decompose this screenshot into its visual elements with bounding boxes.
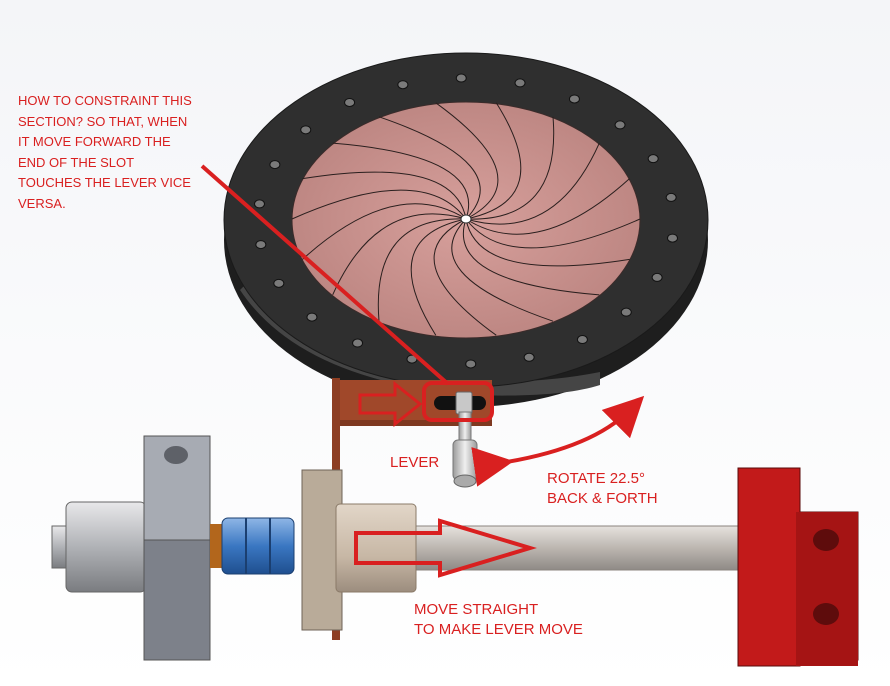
lever-tip	[453, 474, 477, 488]
lever-knob	[452, 439, 478, 481]
iris-center-hole	[460, 214, 472, 224]
motor-mount-bottom	[143, 539, 211, 661]
move-label: MOVE STRAIGHT TO MAKE LEVER MOVE	[414, 600, 583, 640]
question-line-1: HOW TO CONSTRAINT THIS	[18, 93, 192, 108]
bolt-hole	[306, 312, 318, 322]
end-support-hole-upper	[813, 529, 839, 551]
lever-shaft	[458, 411, 472, 443]
move-label-line-2: TO MAKE LEVER MOVE	[414, 621, 583, 638]
motor-body	[65, 501, 147, 593]
constraint-question: HOW TO CONSTRAINT THIS SECTION? SO THAT,…	[18, 91, 192, 214]
iris-blade-line	[465, 218, 630, 267]
iris-blade-line	[465, 218, 641, 249]
motor-mount-hole	[164, 446, 188, 464]
bolt-hole	[269, 160, 281, 170]
bolt-hole	[665, 192, 677, 202]
iris-blade-line	[465, 102, 522, 220]
iris-blade-line	[332, 213, 467, 296]
iris-blade-line	[435, 102, 499, 220]
iris-blade-lines	[291, 102, 641, 336]
iris-blade-line	[451, 218, 554, 322]
annotations	[200, 164, 645, 578]
iris-bolt-holes	[253, 73, 679, 369]
question-line-2: SECTION? SO THAT, WHEN	[18, 113, 188, 129]
lever-label: LEVER	[390, 453, 439, 473]
bolt-hole	[651, 272, 663, 282]
question-line-3: IT MOVE FORWARD THE	[18, 134, 171, 149]
iris-blade-line	[462, 218, 600, 296]
iris-blade-line	[433, 218, 497, 336]
iris-blade-line	[465, 116, 555, 220]
linear-drive	[51, 435, 859, 667]
right-arrow-icon	[358, 380, 423, 428]
bolt-hole	[397, 80, 409, 90]
iris-blade-line	[302, 203, 467, 260]
iris-blade-line	[291, 189, 467, 220]
drive-shaft	[399, 525, 746, 571]
curved-double-arrow-icon	[471, 395, 645, 487]
iris-blade-line	[302, 171, 467, 220]
bronze-spacer	[210, 524, 222, 568]
iris-blade-line	[465, 142, 600, 225]
rotate-label-line-1: ROTATE 22.5°	[547, 470, 645, 487]
bolt-hole	[568, 94, 580, 104]
lever-label-text: LEVER	[390, 454, 440, 471]
bolt-hole	[647, 154, 659, 164]
iris-blade-line	[410, 218, 467, 336]
bolt-hole	[344, 97, 356, 107]
bolt-hole	[273, 278, 285, 288]
question-line-6: VERSA.	[18, 195, 66, 211]
bolt-hole	[253, 199, 265, 209]
iris-diaphragm	[223, 52, 709, 407]
slot-pin	[455, 391, 473, 415]
iris-blade-line	[332, 142, 470, 220]
iris-blade-line	[378, 116, 481, 220]
question-line-4: END OF THE SLOT	[18, 154, 135, 170]
bracket-slot-plate-edge	[340, 420, 492, 426]
end-support-hole-lower	[813, 603, 839, 625]
bolt-hole	[300, 125, 312, 135]
bolt-hole	[455, 73, 467, 83]
bolt-hole	[352, 338, 364, 348]
move-label-line-1: MOVE STRAIGHT	[414, 601, 539, 618]
bolt-hole	[514, 78, 526, 88]
coupler	[221, 517, 295, 575]
bolt-hole	[614, 120, 626, 130]
shaft-right-arrow-icon	[354, 518, 537, 578]
rotate-label-line-2: BACK & FORTH	[547, 490, 658, 507]
bolt-hole	[620, 307, 632, 317]
bolt-hole	[523, 352, 535, 362]
bolt-hole	[255, 240, 267, 250]
slider-collar	[335, 503, 417, 593]
bolt-hole	[576, 335, 588, 345]
rotate-label: ROTATE 22.5° BACK & FORTH	[547, 469, 658, 509]
pointer-line	[200, 164, 450, 386]
bolt-hole	[667, 233, 679, 243]
nut-housing	[301, 469, 343, 631]
iris-blade-line	[377, 218, 467, 322]
question-line-5: TOUCHES THE LEVER VICE	[18, 175, 191, 190]
iris-blade-line	[465, 178, 630, 235]
bolt-hole	[465, 359, 477, 369]
